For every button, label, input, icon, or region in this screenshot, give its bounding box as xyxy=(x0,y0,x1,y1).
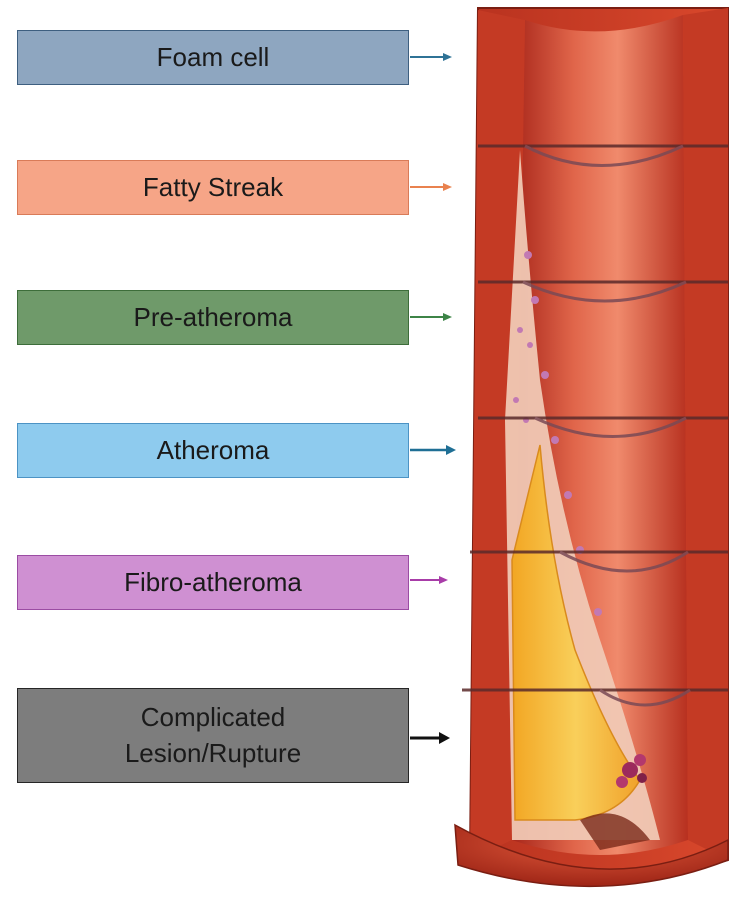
stage-label-fibro-atheroma: Fibro-atheroma xyxy=(17,555,409,610)
stage-label-text: Atheroma xyxy=(156,434,270,465)
segment-rings xyxy=(462,144,728,707)
rupture-thrombus xyxy=(580,754,650,850)
arrowhead-icon xyxy=(443,53,452,61)
arrowhead-icon xyxy=(446,445,456,455)
arrowhead-icon xyxy=(443,183,452,191)
stage-label-text: Fibro-atheroma xyxy=(124,566,302,597)
arrowhead-icon xyxy=(439,732,450,744)
arrowhead-icon xyxy=(439,576,448,584)
plaque-core xyxy=(511,444,641,821)
stage-label-atheroma: Atheroma xyxy=(17,423,409,478)
stage-label-text: Fatty Streak xyxy=(142,171,284,202)
stage-label-fatty-streak: Fatty Streak xyxy=(17,160,409,215)
stage-label-text: Foam cell xyxy=(156,41,270,72)
arrowhead-icon xyxy=(443,313,452,321)
stage-label-pre-atheroma: Pre-atheroma xyxy=(17,290,409,345)
stage-label-text: Complicated Lesion/Rupture xyxy=(124,702,302,768)
stage-label-foam-cell: Foam cell xyxy=(17,30,409,85)
stage-label-text: Pre-atheroma xyxy=(133,301,293,332)
vessel-media-right xyxy=(683,8,728,860)
stage-arrows xyxy=(410,53,456,744)
vessel-bottom-section xyxy=(454,823,729,888)
stage-label-complicated-lesion: Complicated Lesion/Rupture xyxy=(17,688,409,783)
